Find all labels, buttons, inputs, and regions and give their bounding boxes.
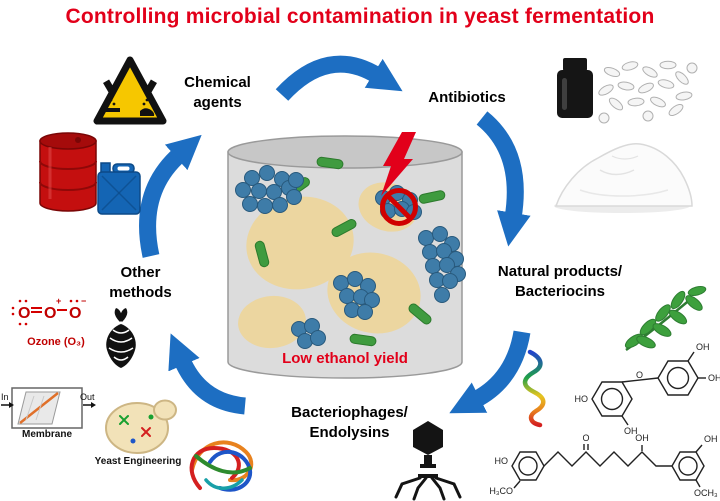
membrane-label: Membrane [21, 429, 72, 440]
curcumin-och3-label: OCH₃ [694, 488, 718, 498]
jerrycan-icon [97, 162, 141, 215]
membrane-filter-icon: In Out [1, 387, 96, 429]
chemical-drum-icon [39, 132, 97, 212]
label-other-methods-line2: methods [109, 283, 172, 301]
lightning-bolt-icon [381, 132, 416, 196]
flavonoid-o-label: O [636, 370, 643, 380]
label-other-methods-line1: Other [120, 264, 161, 281]
curcumin-ho-label: HO [495, 456, 509, 466]
yeast-engineering-label: Yeast Engineering [94, 456, 182, 467]
label-bacteriophages: Bacteriophages/ Endolysins [262, 403, 437, 442]
flavonoid-oh-bottom-label: OH [624, 426, 638, 436]
prohibition-icon [380, 188, 418, 226]
corrosive-hazard-icon [93, 56, 167, 125]
curcumin-structure-icon: HO H₃CO O OH OH OCH₃ [489, 433, 718, 498]
ozone-atom-left: O [18, 305, 30, 322]
arrow-phages-to-other [168, 333, 247, 415]
plant-leaves-icon [624, 285, 707, 352]
ozone-plus-charge: + [56, 296, 61, 306]
tank-lid [227, 135, 463, 169]
figure-title: Controlling microbial contamination in y… [65, 5, 655, 28]
pills-icon [598, 60, 698, 124]
ozone-label: Ozone (O₃) [27, 336, 85, 348]
bacteriophage-icon [394, 421, 462, 501]
label-bacteriophages-line1: Bacteriophages/ [291, 404, 408, 421]
label-natural-products: Natural products/ Bacteriocins [465, 262, 655, 301]
label-natural-products-line2: Bacteriocins [514, 282, 606, 300]
label-chemical-agents-line2: agents [193, 93, 242, 111]
arrow-antibiotics-to-natural [476, 111, 531, 247]
curcumin-oh-enol-label: OH [635, 433, 649, 443]
label-antibiotics: Antibiotics [428, 89, 506, 106]
pill-bottle-icon [557, 58, 593, 118]
tank-caption: Low ethanol yield [282, 350, 408, 367]
flavonoid-structure-icon: HO O OH OH OH [575, 342, 720, 436]
ozone-atom-right: O [69, 305, 81, 322]
yeast-cell-icon [105, 399, 177, 454]
flavonoid-oh-top-label: OH [696, 342, 710, 352]
arrow-natural-to-phages [449, 330, 531, 414]
flavonoid-oh-right-label: OH [708, 373, 720, 383]
ozone-atom-center: O [44, 305, 56, 322]
ozone-molecule-icon: O O O + − [11, 296, 86, 326]
antibiotic-powder-icon [554, 142, 693, 213]
endolysin-protein-icon [189, 440, 254, 492]
membrane-in-label: In [1, 392, 9, 402]
fermenter-tank [227, 132, 466, 379]
peptide-ribbon-icon [522, 349, 546, 428]
flavonoid-ho-label: HO [575, 394, 589, 404]
membrane-out-label: Out [80, 392, 95, 402]
cycle-arrows [139, 55, 531, 415]
coccus-bacteria [235, 165, 466, 349]
curcumin-h3co-label: H₃CO [489, 486, 513, 496]
rod-bacteria [254, 156, 446, 347]
curcumin-o-label: O [582, 433, 589, 443]
hops-icon [106, 308, 136, 368]
ozone-minus-charge: − [81, 296, 86, 306]
label-other-methods: Other methods [88, 263, 193, 302]
label-natural-products-line1: Natural products/ [497, 263, 623, 280]
arrow-other-to-chemical [139, 134, 202, 258]
arrow-chemical-to-antibiotics [275, 55, 403, 101]
label-bacteriophages-line2: Endolysins [309, 423, 390, 441]
label-chemical-agents-line1: Chemical [184, 74, 251, 91]
label-chemical-agents: Chemical agents [165, 73, 270, 112]
curcumin-oh-ring-label: OH [704, 434, 718, 444]
